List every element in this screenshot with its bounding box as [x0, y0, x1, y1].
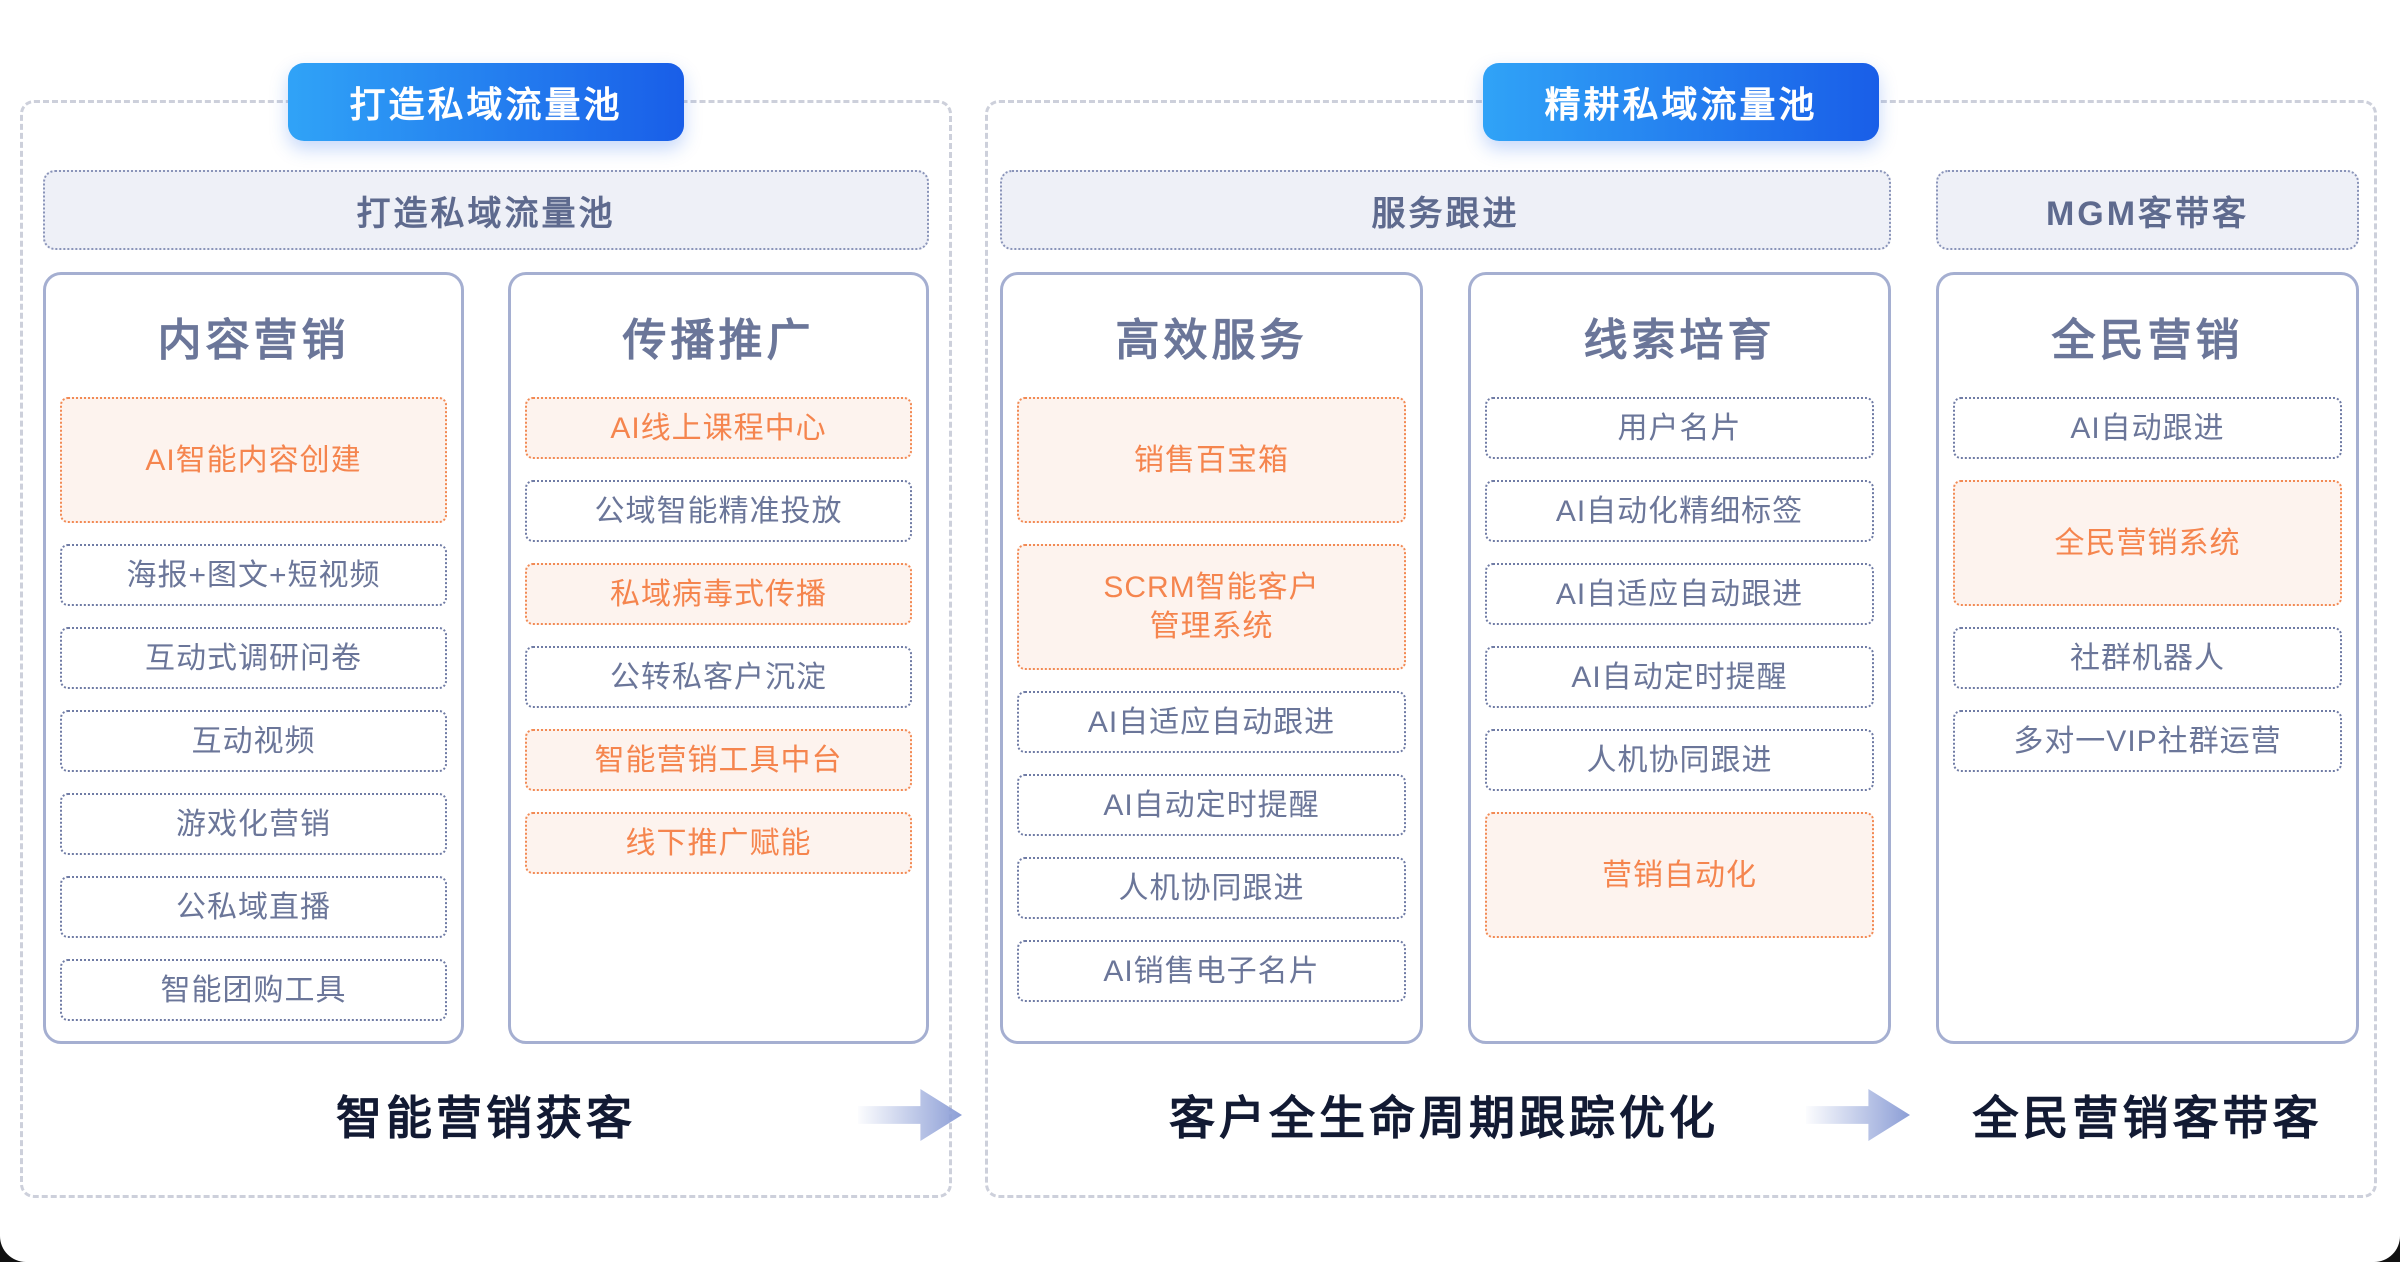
feature-item-list: AI线上课程中心公域智能精准投放私域病毒式传播公转私客户沉淀智能营销工具中台线下… — [511, 397, 926, 874]
feature-item: 互动式调研问卷 — [60, 627, 447, 689]
column-title: 线索培育 — [1583, 316, 1776, 365]
feature-item: 公私域直播 — [60, 876, 447, 938]
footer-mgm-referral: 全民营销客带客 — [1972, 1092, 2323, 1144]
feature-item: AI自动化精细标签 — [1485, 480, 1874, 542]
section-pill-build: 打造私域流量池 — [288, 63, 684, 141]
column-title: 内容营销 — [157, 316, 350, 365]
feature-item: 多对一VIP社群运营 — [1953, 710, 2342, 772]
feature-item: SCRM智能客户 管理系统 — [1017, 544, 1406, 670]
stage-bar-build: 打造私域流量池 — [43, 170, 929, 250]
feature-item-list: AI自动跟进全民营销系统社群机器人多对一VIP社群运营 — [1939, 397, 2356, 772]
feature-item: AI智能内容创建 — [60, 397, 447, 523]
feature-item: 智能团购工具 — [60, 959, 447, 1021]
column-panel: 内容营销 AI智能内容创建海报+图文+短视频互动式调研问卷互动视频游戏化营销公私域… — [43, 272, 464, 1044]
feature-item: AI自动定时提醒 — [1485, 646, 1874, 708]
feature-item: 智能营销工具中台 — [525, 729, 912, 791]
feature-item: 销售百宝箱 — [1017, 397, 1406, 523]
feature-item: 游戏化营销 — [60, 793, 447, 855]
feature-item: AI自动跟进 — [1953, 397, 2342, 459]
feature-item-list: AI智能内容创建海报+图文+短视频互动式调研问卷互动视频游戏化营销公私域直播智能… — [46, 397, 461, 1021]
column-title: 高效服务 — [1115, 316, 1308, 365]
feature-item: 互动视频 — [60, 710, 447, 772]
column-row-left: 内容营销 AI智能内容创建海报+图文+短视频互动式调研问卷互动视频游戏化营销公私域… — [43, 272, 929, 1044]
feature-item: AI销售电子名片 — [1017, 940, 1406, 1002]
feature-item: 海报+图文+短视频 — [60, 544, 447, 606]
section-build-private-pool: 打造私域流量池 打造私域流量池 内容营销 AI智能内容创建海报+图文+短视频互动式… — [20, 63, 952, 1198]
footer-lifecycle-tracking: 客户全生命周期跟踪优化 — [1169, 1092, 1719, 1144]
feature-item: 公转私客户沉淀 — [525, 646, 912, 708]
feature-item: 营销自动化 — [1485, 812, 1874, 938]
feature-item-list: 用户名片 AI自动化精细标签 AI自适应自动跟进 AI自动定时提醒人机协同跟进营销自动… — [1471, 397, 1888, 938]
stage-bar-service-followup: 服务跟进 — [1000, 170, 1891, 250]
column-panel: 高效服务销售百宝箱 SCRM智能客户 管理系统 AI自适应自动跟进 AI自动定时提醒人… — [1000, 272, 1423, 1044]
section-pill-cultivate: 精耕私域流量池 — [1483, 63, 1879, 141]
column-panel: 全民营销 AI自动跟进全民营销系统社群机器人多对一VIP社群运营 — [1936, 272, 2359, 1044]
feature-item: 用户名片 — [1485, 397, 1874, 459]
stage-bar-mgm: MGM客带客 — [1936, 170, 2359, 250]
feature-item: 人机协同跟进 — [1017, 857, 1406, 919]
feature-item: 全民营销系统 — [1953, 480, 2342, 606]
feature-item: AI自适应自动跟进 — [1017, 691, 1406, 753]
feature-item: AI线上课程中心 — [525, 397, 912, 459]
column-title: 传播推广 — [622, 316, 815, 365]
feature-item: 私域病毒式传播 — [525, 563, 912, 625]
stage-bar-row: 服务跟进 MGM客带客 — [1000, 170, 2359, 250]
feature-item: 线下推广赋能 — [525, 812, 912, 874]
footer-smart-marketing-acquisition: 智能营销获客 — [336, 1092, 636, 1144]
feature-item-list: 销售百宝箱 SCRM智能客户 管理系统 AI自适应自动跟进 AI自动定时提醒人机协同跟… — [1003, 397, 1420, 1002]
feature-item: AI自动定时提醒 — [1017, 774, 1406, 836]
column-panel: 传播推广 AI线上课程中心公域智能精准投放私域病毒式传播公转私客户沉淀智能营销工具… — [508, 272, 929, 1044]
column-title: 全民营销 — [2051, 316, 2244, 365]
feature-item: AI自适应自动跟进 — [1485, 563, 1874, 625]
section-cultivate-private-pool: 精耕私域流量池 服务跟进 MGM客带客 高效服务销售百宝箱 SCRM智能客户 管理… — [985, 63, 2377, 1198]
feature-item: 人机协同跟进 — [1485, 729, 1874, 791]
feature-item: 公域智能精准投放 — [525, 480, 912, 542]
feature-item: 社群机器人 — [1953, 627, 2342, 689]
column-panel: 线索培育用户名片 AI自动化精细标签 AI自适应自动跟进 AI自动定时提醒人机协同跟进… — [1468, 272, 1891, 1044]
stage-bar-row: 打造私域流量池 — [43, 170, 929, 250]
